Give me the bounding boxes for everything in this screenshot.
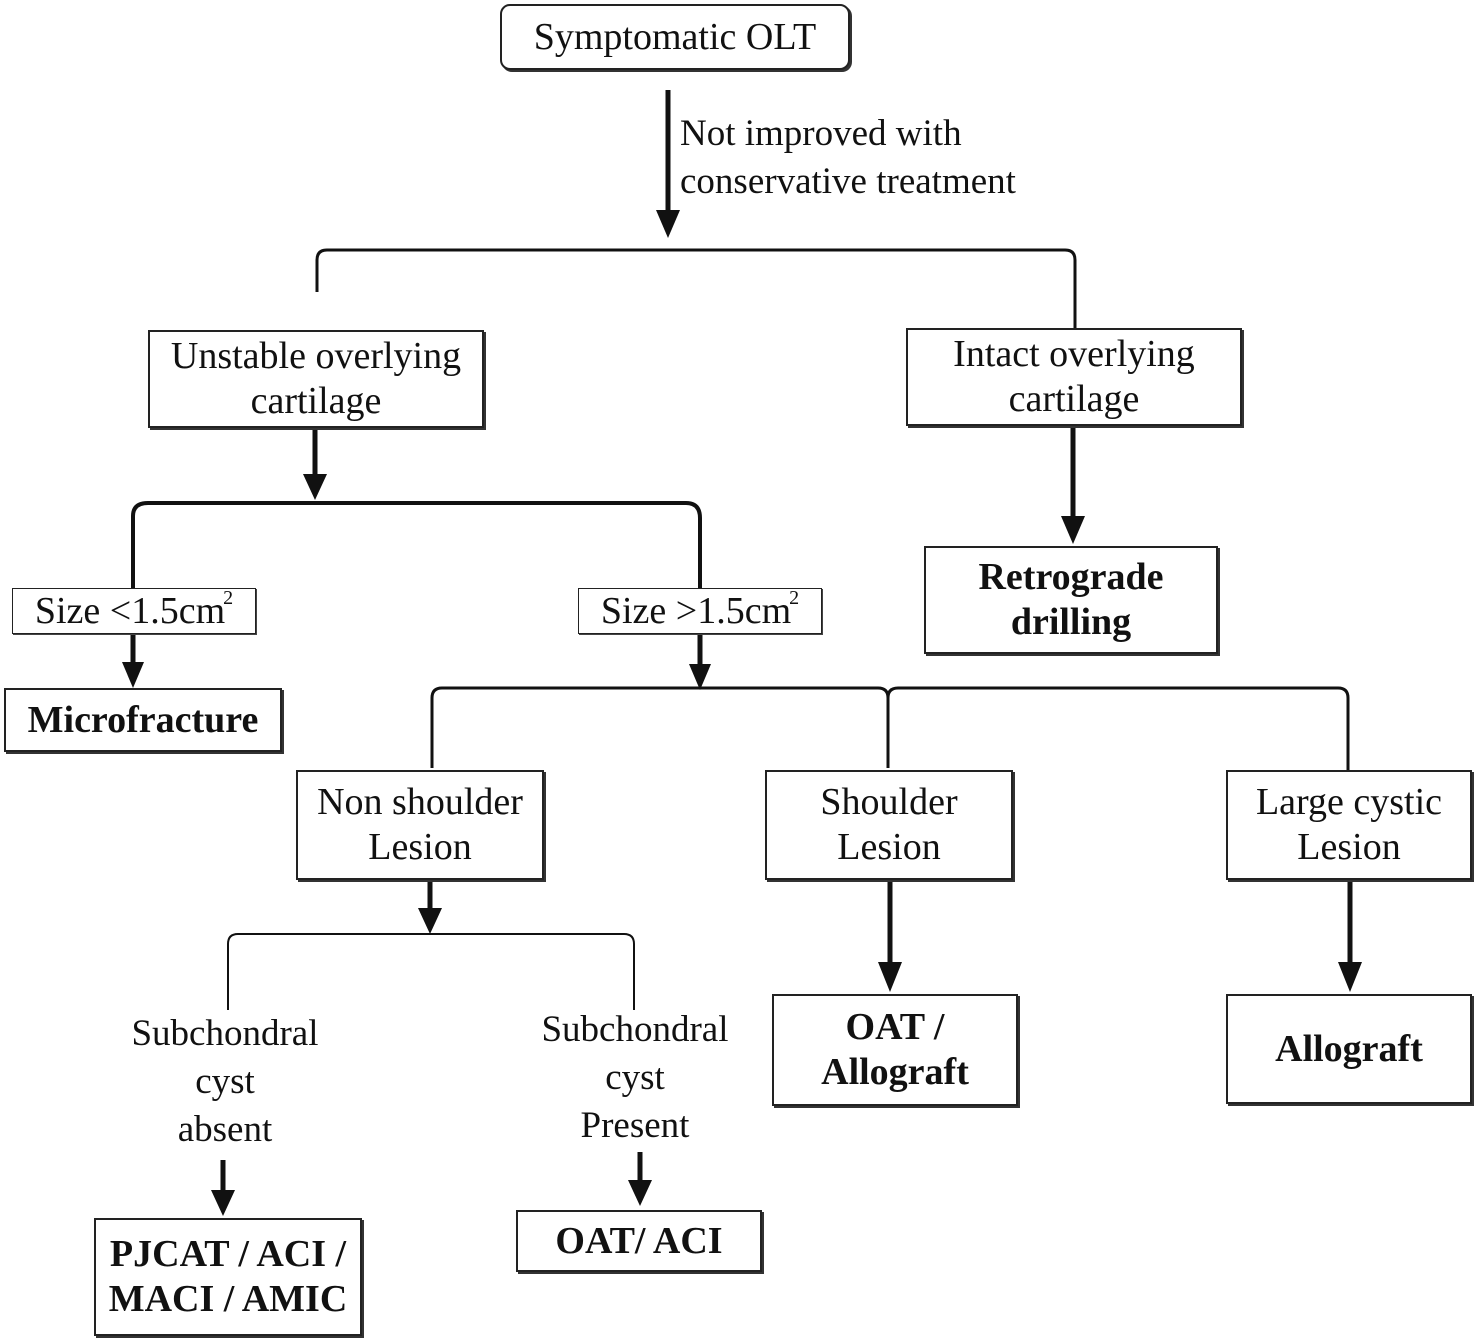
node-intact-cartilage: Intact overlying cartilage	[906, 328, 1242, 426]
node-label: Allograft	[1275, 1027, 1423, 1070]
arrowhead	[211, 1190, 235, 1216]
node-non-shoulder-lesion: Non shoulder Lesion	[296, 770, 544, 880]
edge-label-cyst-absent: Subchondral cyst absent	[80, 1010, 370, 1154]
node-label: Size >1.5cm2	[600, 586, 800, 634]
node-label: Microfracture	[27, 698, 259, 741]
node-label: Unstable overlying	[170, 335, 462, 378]
arrowhead	[656, 210, 680, 238]
arrowhead	[628, 1180, 652, 1206]
arrowhead	[878, 962, 902, 992]
edge-label-cyst-present: Subchondral cyst Present	[490, 1006, 780, 1150]
node-microfracture: Microfracture	[4, 688, 282, 752]
node-retrograde-drilling: Retrograde drilling	[924, 546, 1218, 654]
node-label: Lesion	[368, 826, 472, 868]
node-label: cartilage	[250, 380, 382, 422]
node-label: drilling	[1010, 601, 1132, 643]
arrowhead	[1061, 516, 1085, 544]
node-label: OAT /	[845, 1006, 945, 1049]
node-oat-allograft: OAT / Allograft	[772, 994, 1018, 1106]
node-label: Intact overlying	[953, 333, 1195, 376]
arrowhead	[122, 662, 144, 688]
node-label: PJCAT / ACI /	[109, 1233, 347, 1276]
node-label: Non shoulder	[317, 781, 523, 824]
superscript: 2	[789, 586, 800, 609]
node-pjcat-aci-maci-amic: PJCAT / ACI / MACI / AMIC	[94, 1218, 362, 1336]
edge-label-line: Subchondral	[541, 1009, 729, 1050]
node-label: Large cystic	[1255, 781, 1443, 824]
node-label: Symptomatic OLT	[533, 15, 817, 58]
node-label: Allograft	[821, 1051, 969, 1093]
arrowhead	[689, 664, 711, 690]
edge-label-line: Subchondral	[131, 1013, 319, 1054]
node-symptomatic-olt: Symptomatic OLT	[500, 4, 850, 70]
node-label: Size <1.5cm2	[34, 586, 234, 634]
node-label: Lesion	[1297, 826, 1401, 868]
node-size-large: Size >1.5cm2	[578, 586, 822, 634]
node-label: OAT/ ACI	[555, 1219, 723, 1262]
edge-label-line: cyst	[605, 1057, 665, 1099]
superscript: 2	[223, 586, 234, 609]
edge-label-line: conservative treatment	[680, 161, 1016, 203]
edge-label-conservative: Not improved with conservative treatment	[680, 110, 1080, 206]
node-label: MACI / AMIC	[108, 1278, 348, 1320]
edge-label-line: Not improved with	[680, 113, 962, 154]
node-label: cartilage	[1008, 378, 1140, 420]
arrowhead	[1338, 962, 1362, 992]
node-unstable-cartilage: Unstable overlying cartilage	[148, 330, 484, 428]
edge-label-line: absent	[177, 1109, 273, 1151]
node-size-small: Size <1.5cm2	[12, 586, 256, 634]
node-label: Shoulder	[820, 781, 958, 824]
node-label: Lesion	[837, 826, 941, 868]
node-shoulder-lesion: Shoulder Lesion	[765, 770, 1013, 880]
edge-label-line: Present	[580, 1105, 690, 1147]
arrowhead	[303, 474, 327, 500]
size-text: Size <1.5cm	[34, 589, 226, 632]
node-oat-aci: OAT/ ACI	[516, 1210, 762, 1272]
edge-label-line: cyst	[195, 1061, 255, 1103]
arrowhead	[418, 908, 442, 934]
size-text: Size >1.5cm	[600, 589, 792, 632]
node-allograft: Allograft	[1226, 994, 1472, 1104]
node-large-cystic-lesion: Large cystic Lesion	[1226, 770, 1472, 880]
node-label: Retrograde	[978, 556, 1164, 599]
